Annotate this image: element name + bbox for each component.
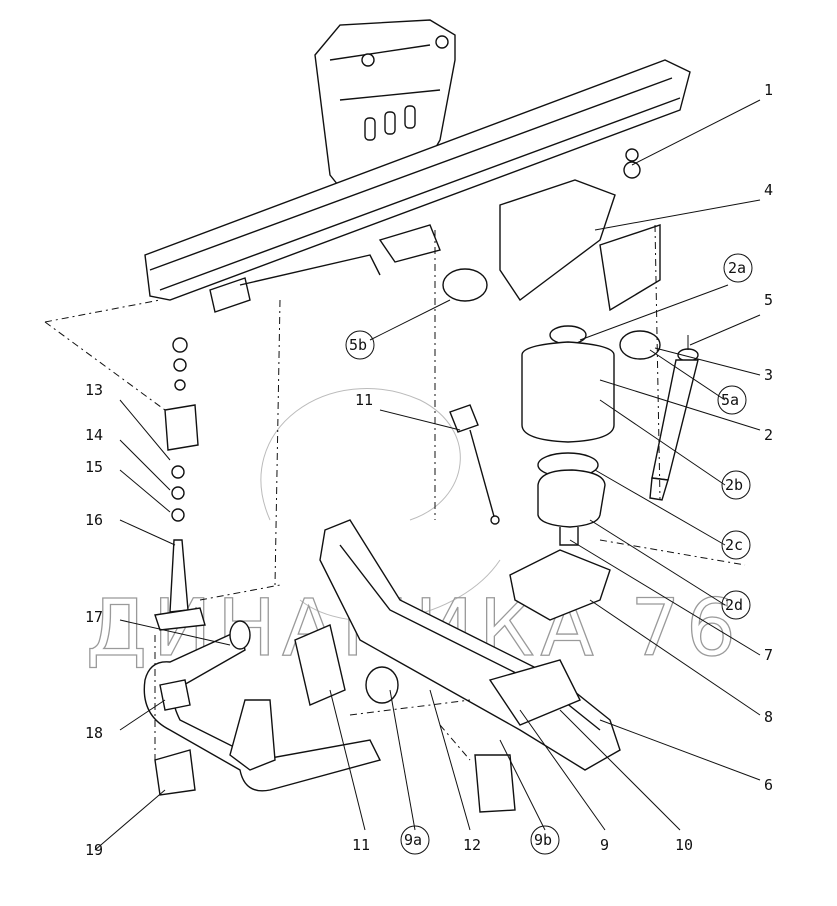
callout-5: 5 <box>764 291 773 309</box>
callouts: 1 4 2a 5 3 5a 2 2b 2c 2d 7 8 6 10 9 9b 1… <box>85 81 773 859</box>
callout-14: 14 <box>85 426 103 444</box>
callout-3: 3 <box>764 366 773 384</box>
callout-19: 19 <box>85 841 103 859</box>
left-stack <box>154 337 206 631</box>
callout-18: 18 <box>85 724 103 742</box>
callout-9a: 9a <box>404 831 422 849</box>
callout-2: 2 <box>764 426 773 444</box>
callout-7: 7 <box>764 646 773 664</box>
height-valve <box>449 404 500 525</box>
leader-lines <box>94 99 761 851</box>
lower-brackets <box>154 624 516 813</box>
callout-17: 17 <box>85 608 103 626</box>
callout-10: 10 <box>675 836 693 854</box>
frame-rail <box>144 59 691 313</box>
callout-9: 9 <box>600 836 609 854</box>
callout-13: 13 <box>85 381 103 399</box>
callout-16: 16 <box>85 511 103 529</box>
callout-15: 15 <box>85 458 103 476</box>
axle-beam <box>319 519 621 771</box>
callout-2d: 2d <box>725 596 743 614</box>
callout-12: 12 <box>463 836 481 854</box>
callout-9b: 9b <box>534 831 552 849</box>
callout-5a: 5a <box>721 391 739 409</box>
assembly-lines <box>44 224 746 761</box>
callout-11-bottom: 11 <box>352 836 370 854</box>
callout-4: 4 <box>764 181 773 199</box>
callout-1: 1 <box>764 81 773 99</box>
stabilizer-bar <box>143 620 382 792</box>
callout-8: 8 <box>764 708 773 726</box>
callout-2b: 2b <box>725 476 743 494</box>
callout-11: 11 <box>355 391 373 409</box>
callout-2c: 2c <box>725 536 743 554</box>
callout-5b: 5b <box>349 336 367 354</box>
shock-absorber <box>649 335 699 501</box>
callout-2a: 2a <box>728 259 746 277</box>
air-spring <box>521 325 615 546</box>
callout-6: 6 <box>764 776 773 794</box>
air-spring-bracket <box>442 148 661 360</box>
